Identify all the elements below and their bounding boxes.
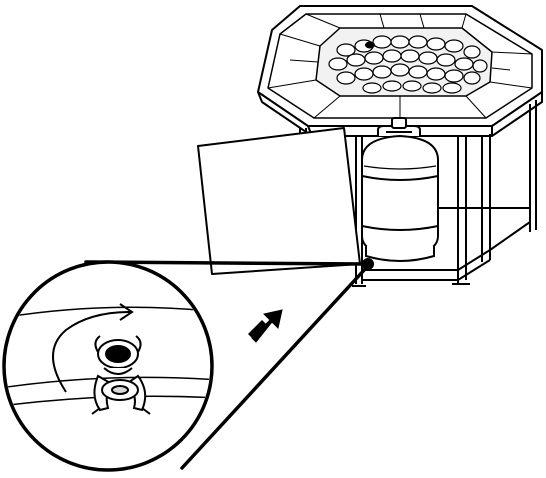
burner-igniter xyxy=(365,42,375,49)
direction-arrow xyxy=(248,310,282,342)
propane-tank xyxy=(362,118,438,261)
access-door-panel xyxy=(198,128,360,274)
valve-detail-inset xyxy=(0,262,220,470)
